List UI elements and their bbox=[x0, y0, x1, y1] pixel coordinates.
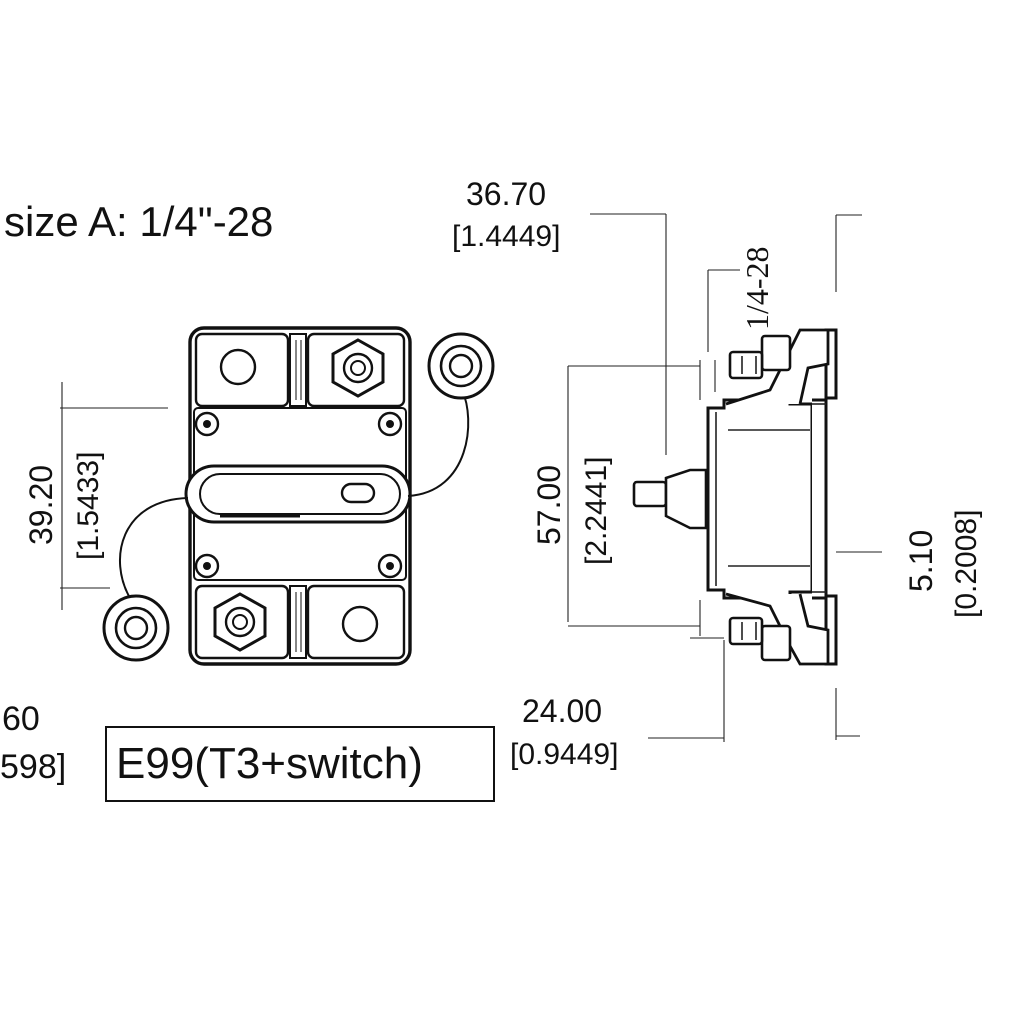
left-height-inch: [1.5433] bbox=[72, 452, 105, 560]
top-width-inch: [1.4449] bbox=[452, 220, 560, 253]
bottom-left-mm: 60 bbox=[2, 700, 40, 738]
screw-icon bbox=[194, 411, 403, 579]
model-label-box bbox=[105, 726, 495, 802]
mounting-hole-icon bbox=[341, 605, 379, 643]
bottom-depth-inch: [0.9449] bbox=[510, 738, 618, 771]
hex-nut-icon bbox=[331, 338, 385, 398]
side-height-mm: 57.00 bbox=[531, 465, 567, 545]
mounting-hole-icon bbox=[219, 348, 257, 386]
bottom-depth-mm: 24.00 bbox=[522, 693, 602, 729]
side-height-inch: [2.2441] bbox=[580, 457, 613, 565]
terminal-cap-icon bbox=[102, 594, 170, 662]
terminal-cap-icon bbox=[427, 332, 495, 400]
model-label: E99(T3+switch) bbox=[116, 739, 423, 788]
right-offset-mm: 5.10 bbox=[903, 530, 939, 592]
thread-side-label: 1/4-28 bbox=[739, 246, 775, 330]
breaker-front-view bbox=[102, 326, 495, 666]
thread-size-label: size A: 1/4"-28 bbox=[4, 198, 273, 245]
switch-lever-icon bbox=[184, 464, 412, 524]
bottom-left-inch: 598] bbox=[0, 748, 66, 786]
right-offset-inch: [0.2008] bbox=[950, 510, 983, 618]
hex-nut-icon bbox=[213, 592, 267, 652]
left-height-mm: 39.20 bbox=[23, 465, 59, 545]
breaker-side-view bbox=[632, 328, 838, 666]
top-width-mm: 36.70 bbox=[466, 176, 546, 212]
